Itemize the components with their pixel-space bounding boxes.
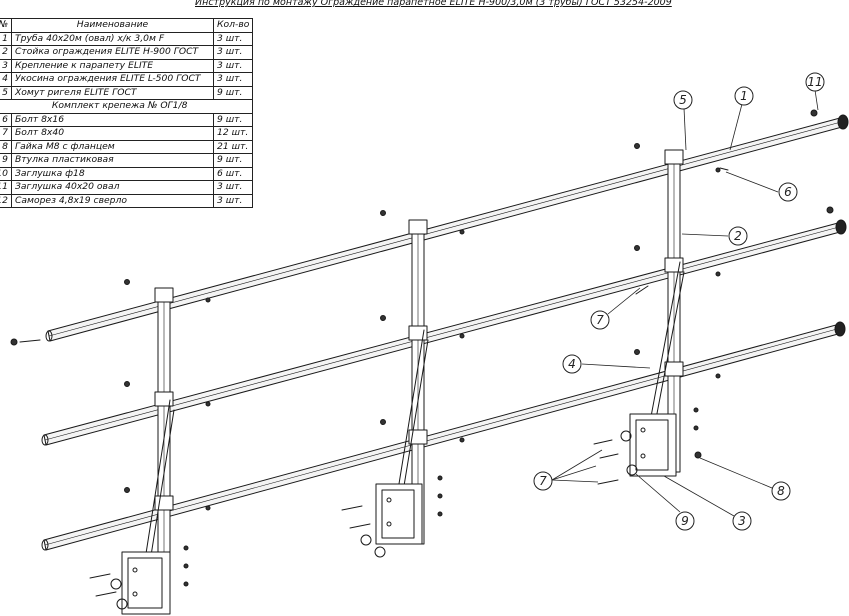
svg-text:5: 5 [679,93,687,107]
callout-11: 11 [805,72,825,92]
row-qty: 3 шт. [212,193,254,208]
callout-3: 3 [732,511,752,531]
callout-1: 1 [734,86,754,106]
table-row: 7 Болт 8х40 12 шт. [0,126,254,141]
svg-text:4: 4 [568,357,576,371]
rail-end-caps [834,114,849,337]
row-qty: 3 шт. [212,45,254,60]
table-row: 2 Стойка ограждения ELITE H-900 ГОСТ 3 ш… [0,45,254,60]
svg-text:1: 1 [740,89,748,103]
callout-6: 6 [778,182,798,202]
callout-7: 7 [590,310,610,330]
table-row: 1 Труба 40х20м (овал) х/к 3,0м F 3 шт. [0,31,254,46]
table-row: 12 Саморез 4,8х19 сверло 3 шт. [0,193,254,208]
callout-7-lower: 7 [533,471,553,491]
svg-text:6: 6 [784,185,792,199]
page-title: Инструкция по монтажу Ограждение парапет… [195,0,672,8]
svg-text:7: 7 [596,313,604,327]
row-qty: 3 шт. [212,31,254,46]
svg-text:8: 8 [777,484,785,498]
row-name: Саморез 4,8х19 сверло [11,193,214,208]
callout-5: 5 [673,90,693,110]
table-row: 4 Укосина ограждения ELITE L-500 ГОСТ 3 … [0,72,254,87]
callouts [551,89,819,517]
svg-text:7: 7 [539,474,547,488]
row-qty: 21 шт. [212,139,254,154]
post-right [629,149,685,477]
post-left [121,287,175,615]
loose-fasteners [10,109,834,587]
callout-2: 2 [728,226,748,246]
parts-table: № Наименование Кол-во 1 Труба 40х20м (ов… [0,18,254,208]
svg-text:11: 11 [807,75,822,89]
table-row: 9 Втулка пластиковая 9 шт. [0,153,254,168]
svg-text:9: 9 [681,514,689,528]
table-row: 8 Гайка М8 с фланцем 21 шт. [0,139,254,154]
callout-4: 4 [562,354,582,374]
post-middle [375,219,429,545]
callout-9: 9 [675,511,695,531]
svg-text:3: 3 [738,514,746,528]
table-row: 5 Хомут ригеля ELITE ГОСТ 9 шт. [0,85,254,100]
table-row: 10 Заглушка ф18 6 шт. [0,166,254,181]
loose-bolts [19,167,729,610]
svg-text:2: 2 [734,229,742,243]
callout-8: 8 [771,481,791,501]
